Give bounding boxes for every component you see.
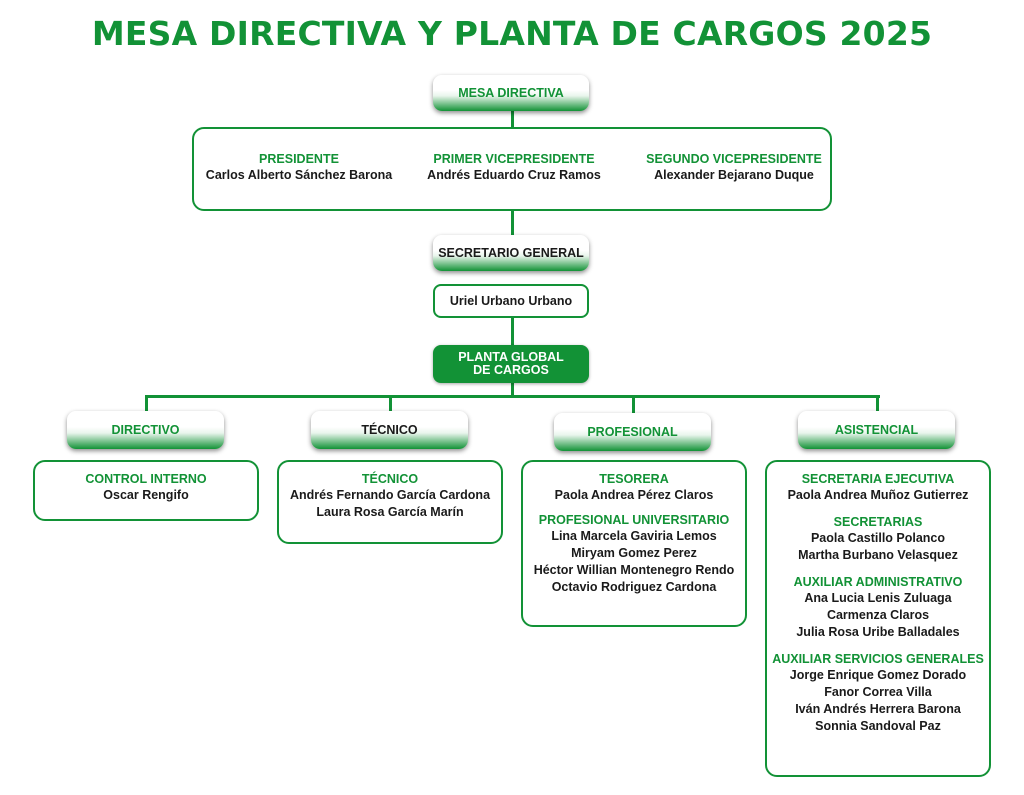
level-label: TÉCNICO (361, 423, 418, 437)
member-role: SEGUNDO VICEPRESIDENTE (646, 152, 822, 166)
connector-drop-directivo (145, 395, 148, 413)
group-name: Laura Rosa García Marín (316, 505, 464, 519)
connector-drop-profesional (632, 395, 635, 415)
planta-global-label-line2: DE CARGOS (473, 363, 549, 377)
group-tesorera: TESORERA Paola Andrea Pérez Claros (523, 471, 745, 504)
directivo-box: CONTROL INTERNO Oscar Rengifo (33, 460, 259, 521)
group-name: Sonnia Sandoval Paz (815, 719, 941, 733)
level-directivo-header: DIRECTIVO (67, 411, 224, 449)
member-role: PRESIDENTE (259, 152, 339, 166)
member-segundo-vicepresidente: SEGUNDO VICEPRESIDENTE Alexander Bejaran… (624, 151, 844, 184)
group-name: Paola Andrea Muñoz Gutierrez (787, 488, 969, 502)
group-name: Héctor Willian Montenegro Rendo (533, 563, 735, 577)
group-role: TÉCNICO (361, 472, 419, 486)
level-tecnico-header: TÉCNICO (311, 411, 468, 449)
connector-drop-asistencial (876, 395, 879, 413)
planta-global-label-line1: PLANTA GLOBAL (458, 350, 564, 364)
group-profesional-universitario: PROFESIONAL UNIVERSITARIO Lina Marcela G… (523, 512, 745, 596)
group-name: Octavio Rodriguez Cardona (551, 580, 717, 594)
level-label: DIRECTIVO (111, 423, 180, 437)
level-label: ASISTENCIAL (834, 423, 919, 437)
group-name: Fanor Correa Villa (824, 685, 932, 699)
tecnico-box: TÉCNICO Andrés Fernando García Cardona L… (277, 460, 503, 544)
group-role: AUXILIAR SERVICIOS GENERALES (772, 652, 984, 666)
group-auxiliar-servicios-generales: AUXILIAR SERVICIOS GENERALES Jorge Enriq… (767, 651, 989, 735)
level-asistencial-header: ASISTENCIAL (798, 411, 955, 449)
secretario-name: Uriel Urbano Urbano (449, 293, 573, 308)
group-role: CONTROL INTERNO (85, 472, 207, 486)
group-role: TESORERA (599, 472, 669, 486)
group-name: Julia Rosa Uribe Balladales (796, 625, 960, 639)
connector-drop-tecnico (389, 395, 392, 413)
group-name: Lina Marcela Gaviria Lemos (551, 529, 717, 543)
member-primer-vicepresidente: PRIMER VICEPRESIDENTE Andrés Eduardo Cru… (409, 151, 619, 184)
secretario-name-box: Uriel Urbano Urbano (433, 284, 589, 318)
group-name: Paola Castillo Polanco (810, 531, 946, 545)
member-name: Andrés Eduardo Cruz Ramos (427, 168, 601, 182)
connector-trunk-mid (511, 210, 514, 236)
profesional-box: TESORERA Paola Andrea Pérez Claros PROFE… (521, 460, 747, 627)
connector-trunk-low (511, 316, 514, 346)
group-secretarias: SECRETARIAS Paola Castillo Polanco Marth… (767, 514, 989, 564)
level-profesional-header: PROFESIONAL (554, 413, 711, 451)
member-role: PRIMER VICEPRESIDENTE (433, 152, 595, 166)
group-role: AUXILIAR ADMINISTRATIVO (793, 575, 963, 589)
group-name: Oscar Rengifo (103, 488, 189, 502)
connector-trunk-top (511, 110, 514, 128)
planta-global-header: PLANTA GLOBAL DE CARGOS (433, 345, 589, 383)
member-name: Carlos Alberto Sánchez Barona (205, 168, 393, 182)
connector-planta-down (511, 383, 514, 397)
member-name: Alexander Bejarano Duque (654, 168, 814, 182)
secretario-general-label: SECRETARIO GENERAL (438, 246, 584, 260)
group-name: Martha Burbano Velasquez (798, 548, 958, 562)
group-name: Jorge Enrique Gomez Dorado (789, 668, 967, 682)
group-role: SECRETARIA EJECUTIVA (801, 472, 955, 486)
mesa-directiva-header: MESA DIRECTIVA (433, 75, 589, 111)
group-name: Iván Andrés Herrera Barona (795, 702, 961, 716)
secretario-general-header: SECRETARIO GENERAL (433, 235, 589, 271)
mesa-directiva-label: MESA DIRECTIVA (458, 86, 564, 100)
group-name: Carmenza Claros (826, 608, 930, 622)
asistencial-box: SECRETARIA EJECUTIVA Paola Andrea Muñoz … (765, 460, 991, 777)
group-role: PROFESIONAL UNIVERSITARIO (538, 513, 730, 527)
group-secretaria-ejecutiva: SECRETARIA EJECUTIVA Paola Andrea Muñoz … (767, 471, 989, 504)
group-name: Miryam Gomez Perez (571, 546, 697, 560)
group-name: Paola Andrea Pérez Claros (554, 488, 714, 502)
member-presidente: PRESIDENTE Carlos Alberto Sánchez Barona (194, 151, 404, 184)
group-auxiliar-administrativo: AUXILIAR ADMINISTRATIVO Ana Lucia Lenis … (767, 574, 989, 641)
group-role: SECRETARIAS (833, 515, 923, 529)
mesa-members-box: PRESIDENTE Carlos Alberto Sánchez Barona… (192, 127, 832, 211)
level-label: PROFESIONAL (587, 425, 678, 439)
page-title: MESA DIRECTIVA Y PLANTA DE CARGOS 2025 (91, 14, 933, 53)
group-name: Andrés Fernando García Cardona (289, 488, 491, 502)
group-name: Ana Lucia Lenis Zuluaga (804, 591, 952, 605)
